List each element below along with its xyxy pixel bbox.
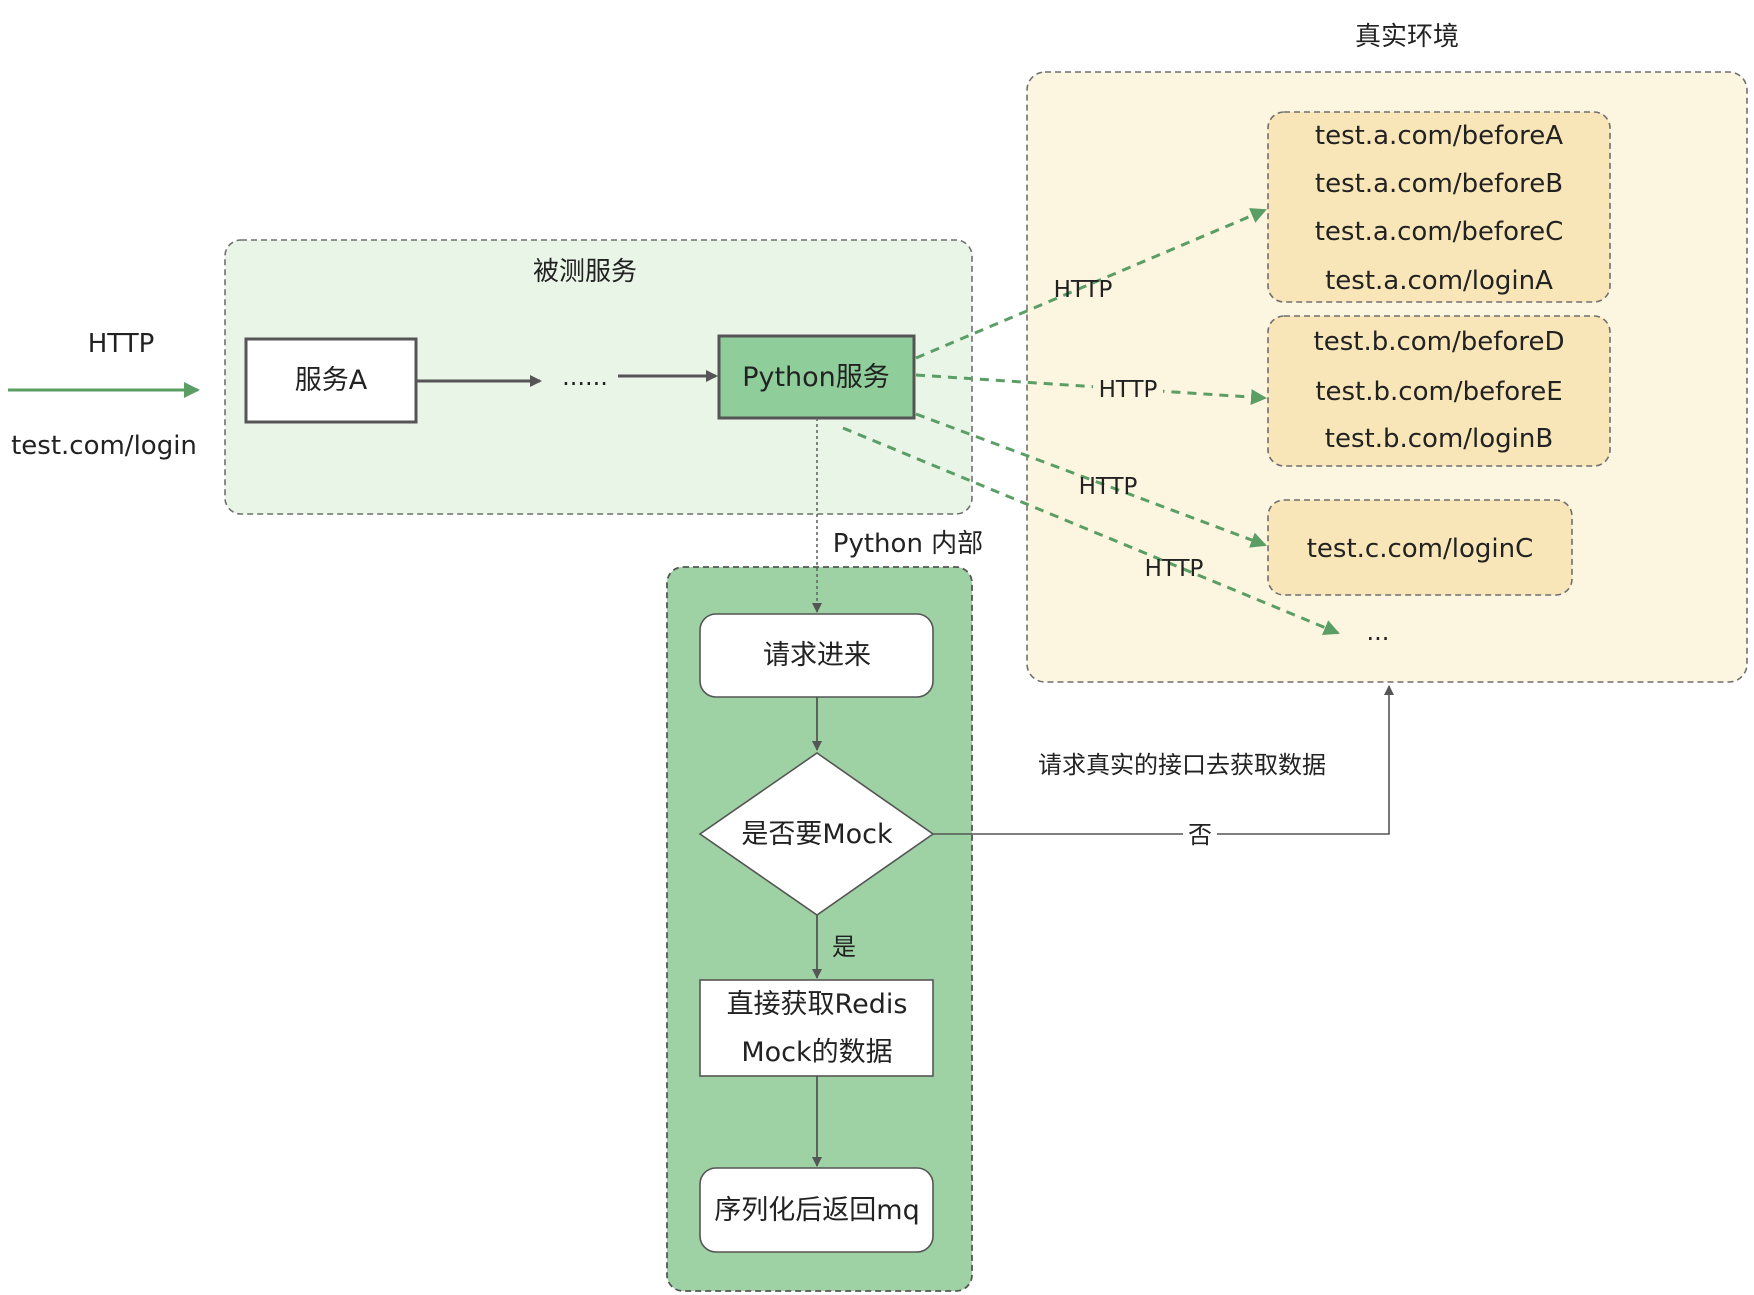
fetch-real-data-label: 请求真实的接口去获取数据 bbox=[1038, 751, 1326, 779]
http-edge-b-label-bg bbox=[1093, 375, 1163, 403]
no-label-bg bbox=[1183, 819, 1217, 849]
redis-mock-node bbox=[699, 979, 934, 1077]
url-item: test.b.com/loginB bbox=[1325, 424, 1553, 454]
python-internal-container bbox=[666, 566, 973, 1292]
mock-decision-label: 是否要Mock bbox=[741, 819, 893, 850]
url-group-a bbox=[1267, 111, 1611, 303]
service-under-test-title: 被测服务 bbox=[533, 257, 637, 287]
url-item: test.c.com/loginC bbox=[1307, 534, 1534, 564]
incoming-path-label: test.com/login bbox=[11, 431, 197, 461]
url-group-c bbox=[1267, 499, 1573, 596]
http-edge-more-label: HTTP bbox=[1145, 556, 1204, 582]
python-service-label: Python服务 bbox=[742, 362, 890, 393]
url-item: test.b.com/beforeE bbox=[1315, 377, 1562, 407]
redis-mock-label-line1: 直接获取Redis bbox=[727, 989, 908, 1020]
url-item: test.a.com/beforeB bbox=[1315, 169, 1563, 199]
url-group-b bbox=[1267, 315, 1611, 467]
request-in-label: 请求进来 bbox=[763, 640, 871, 671]
http-edge-c-label: HTTP bbox=[1079, 474, 1138, 500]
python-internal-title: Python 内部 bbox=[833, 529, 983, 559]
arrow-decision-no bbox=[933, 685, 1394, 835]
yes-label: 是 bbox=[832, 933, 856, 961]
no-label: 否 bbox=[1188, 821, 1212, 849]
serialize-label: 序列化后返回mq bbox=[714, 1195, 919, 1226]
url-item: test.a.com/beforeC bbox=[1315, 217, 1564, 247]
http-edge-b bbox=[915, 373, 1267, 406]
url-item: test.a.com/beforeA bbox=[1315, 121, 1563, 151]
ellipsis-label: ...... bbox=[562, 363, 608, 391]
url-item: test.b.com/beforeD bbox=[1314, 327, 1565, 357]
service-a-label: 服务A bbox=[295, 365, 368, 396]
http-edge-a-label: HTTP bbox=[1054, 277, 1113, 303]
redis-mock-label-line2: Mock的数据 bbox=[741, 1037, 892, 1068]
incoming-protocol-label: HTTP bbox=[88, 329, 155, 359]
service-under-test-container bbox=[224, 239, 973, 515]
http-edge-b-label: HTTP bbox=[1099, 377, 1158, 403]
http-edge-c bbox=[915, 412, 1267, 548]
serialize-node bbox=[699, 1167, 934, 1253]
real-env-title: 真实环境 bbox=[1355, 22, 1459, 52]
more-endpoints: ... bbox=[1367, 618, 1390, 646]
url-item: test.a.com/loginA bbox=[1325, 266, 1553, 296]
service-a-node bbox=[244, 337, 418, 424]
